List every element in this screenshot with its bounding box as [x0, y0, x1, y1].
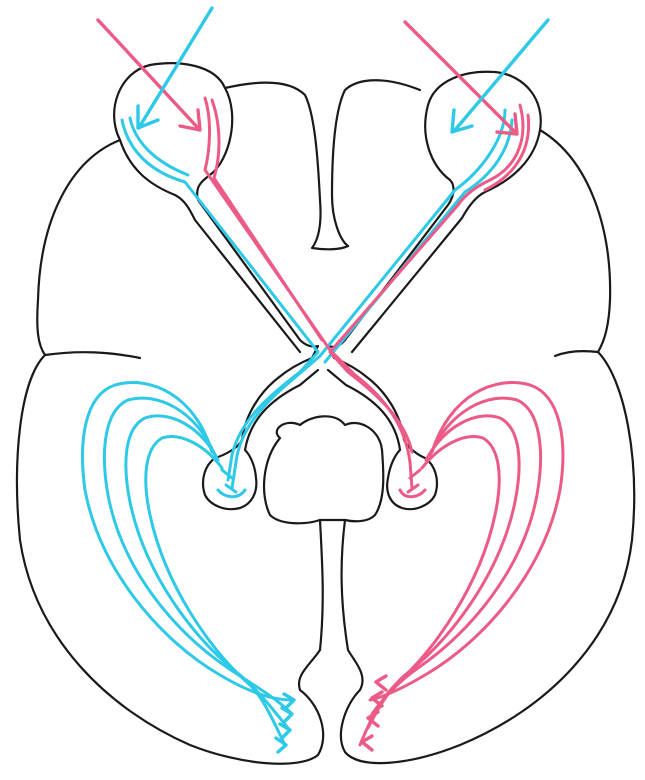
brainstem-outline	[264, 416, 383, 523]
left-frontal-lobe-outline	[37, 140, 140, 358]
pink-left-eye-fiber-2	[212, 100, 322, 340]
cyan-radiation-3	[126, 416, 288, 728]
pink-radiation-2	[372, 398, 541, 714]
cyan-terminal-arrow-4	[276, 738, 286, 752]
brain-outline	[17, 63, 634, 763]
cyan-left-eye-fiber	[122, 120, 318, 480]
cyan-right-eye-fiber	[232, 110, 505, 488]
cyan-radiation-1	[83, 383, 292, 700]
pink-visual-pathway	[205, 98, 563, 750]
right-eye-cyan-arrow	[455, 20, 548, 130]
right-frontal-top-outline	[332, 80, 420, 246]
left-optic-nerve-outline	[120, 140, 300, 352]
cyan-terminal-arrow-2	[282, 708, 292, 722]
right-frontal-lobe-outline	[540, 130, 610, 356]
pink-terminal-arrow-1	[376, 676, 386, 690]
pink-radiation-1	[370, 383, 563, 700]
